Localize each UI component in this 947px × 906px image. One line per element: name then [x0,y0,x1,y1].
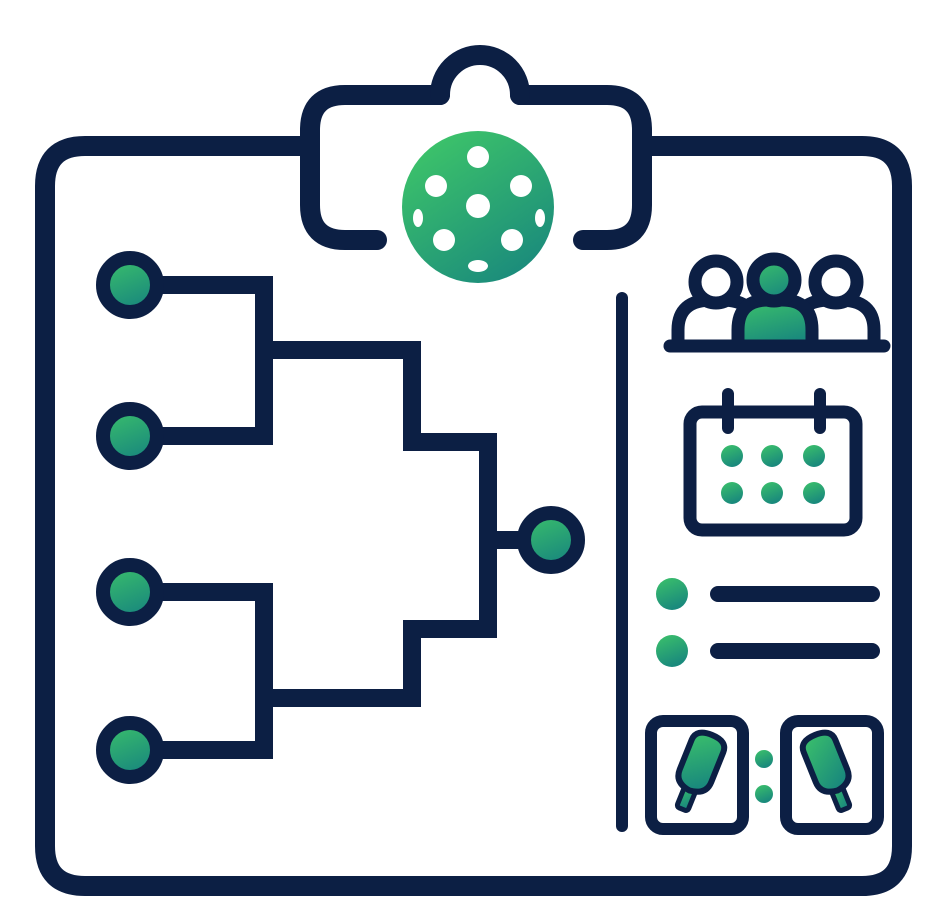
paddle-card-right [780,715,884,835]
pickleball-icon [402,131,554,283]
team-member-head [688,254,744,310]
clipboard-clip-right [510,85,652,250]
list-icon [656,578,880,667]
bracket-node-entrant [96,402,164,470]
team-member-head-center [746,252,802,308]
list-bullet [656,635,688,667]
bracket-node-entrant [96,716,164,784]
paddle-icon [674,729,728,813]
tournament-bracket-icon [96,251,585,784]
team-member-head [808,254,864,310]
calendar-dots [721,445,825,504]
bracket-node-entrant [96,251,164,319]
clipboard-board [35,136,912,896]
calendar-icon [683,388,863,537]
bracket-node-entrant [96,558,164,626]
paddle-icon [799,729,853,813]
bracket-line-bottom [160,583,273,759]
paddle-card-left [645,715,749,835]
clipboard-hook [430,45,530,105]
clipboard-icon [35,45,912,896]
bracket-line-semi-bottom [264,540,497,707]
list-bullet [656,578,688,610]
clipboard-clip-left [300,85,450,250]
versus-dots [755,750,773,803]
bracket-line-semi-top [264,341,530,549]
bracket-node-winner [517,506,585,574]
bracket-entrants [96,251,585,784]
team-group-icon [663,252,891,353]
bracket-line-top [160,276,273,445]
